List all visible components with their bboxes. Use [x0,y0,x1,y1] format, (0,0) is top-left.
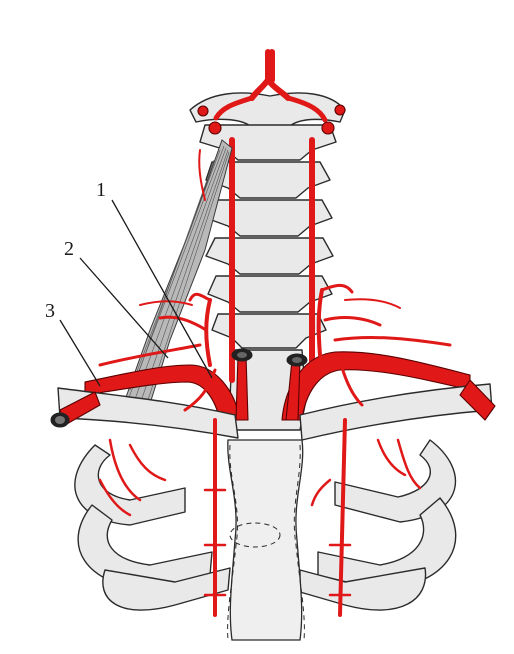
callout-label-2: 2 [64,238,74,260]
clavicle-right [57,387,239,439]
callout-label-1: 1 [96,179,106,201]
rib-left-1 [74,444,186,526]
leader-line-1 [111,199,213,379]
vertebra-c5 [205,237,334,275]
callout-leaders [59,199,213,387]
clavicles [50,379,496,441]
rib-left-3 [102,567,231,611]
cervical-spine [189,92,346,431]
vertebra-c4 [205,199,333,237]
callout-labels: 1 2 3 [45,179,106,322]
callout-label-3: 3 [45,300,55,322]
artery-branches [98,149,452,412]
sternum [227,439,305,641]
rib-right-1 [334,439,457,523]
scalene-muscle [124,139,233,411]
vertebral-arteries [197,49,346,383]
thoracic-arteries [98,418,422,617]
vertebra-c6 [207,275,333,313]
subclavian-arteries [84,348,471,421]
rib-cage [74,439,457,611]
vertebra-c1 [189,92,346,127]
leader-line-3 [59,319,101,387]
leader-line-2 [79,257,169,359]
